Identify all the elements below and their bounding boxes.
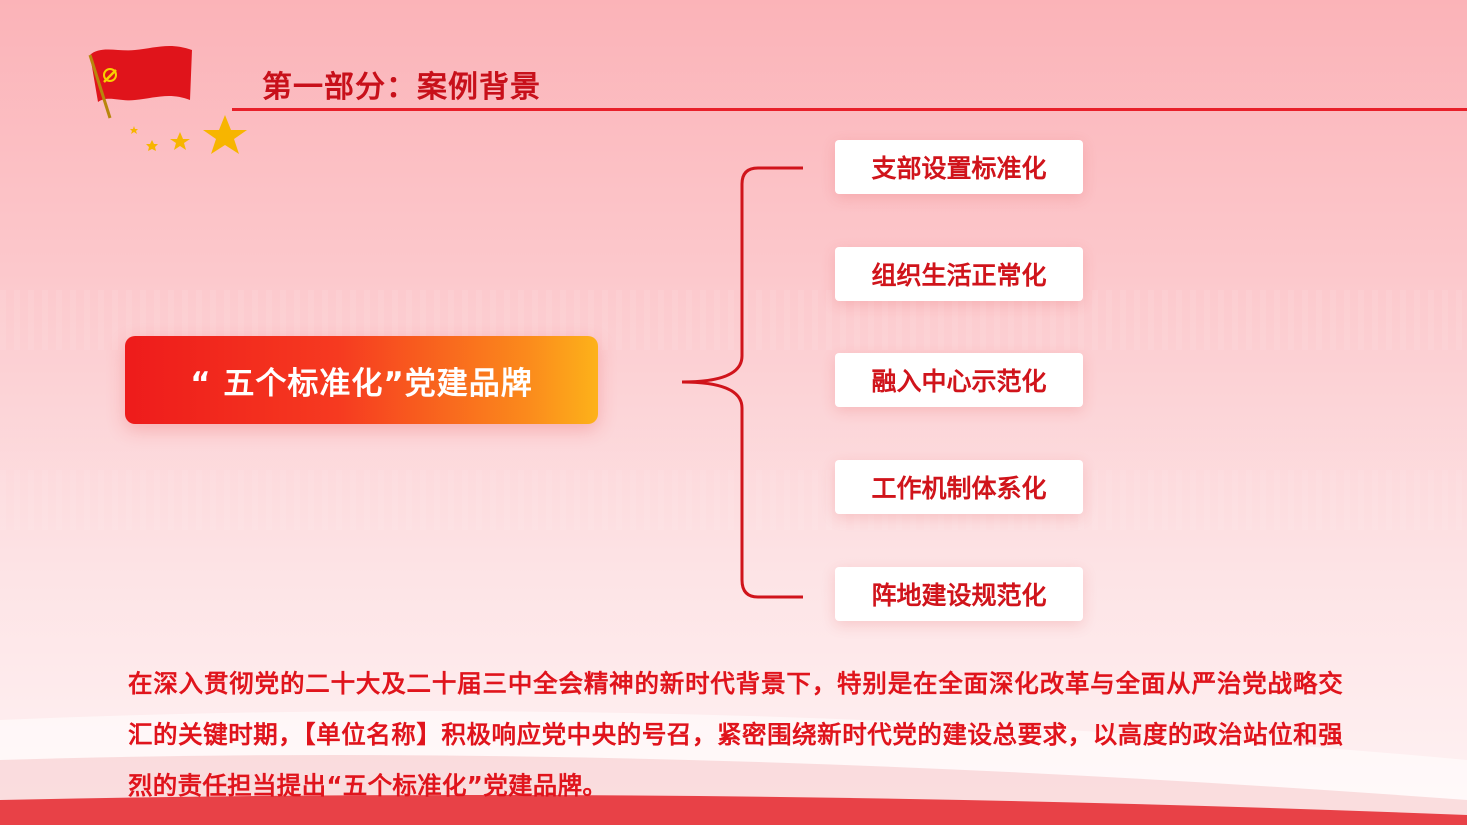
list-item-label: 融入中心示范化 xyxy=(871,367,1047,396)
list-item-label: 支部设置标准化 xyxy=(871,154,1047,183)
party-flag-icon xyxy=(88,45,247,154)
list-item-label: 阵地建设规范化 xyxy=(871,581,1047,610)
list-item: 阵地建设规范化 xyxy=(835,567,1083,621)
title-divider xyxy=(232,108,1467,111)
gold-star-icon xyxy=(130,115,247,154)
page-title: 第一部分：案例背景 xyxy=(262,70,541,105)
list-item: 组织生活正常化 xyxy=(835,247,1083,301)
list-item: 工作机制体系化 xyxy=(835,460,1083,514)
brand-label: “ 五个标准化”党建品牌 xyxy=(125,336,598,424)
list-item: 融入中心示范化 xyxy=(835,353,1083,407)
list-item-label: 组织生活正常化 xyxy=(871,261,1047,290)
list-item-label: 工作机制体系化 xyxy=(871,474,1047,503)
background-paragraph: 在深入贯彻党的二十大及二十届三中全会精神的新时代背景下，特别是在全面深化改革与全… xyxy=(128,669,1343,800)
list-item: 支部设置标准化 xyxy=(835,140,1083,194)
bracket-connector xyxy=(681,166,803,599)
